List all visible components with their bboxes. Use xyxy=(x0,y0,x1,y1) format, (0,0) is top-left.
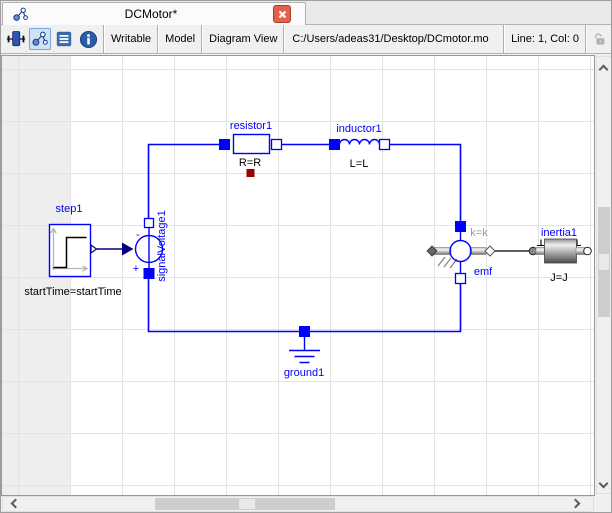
inertia1-param: J=J xyxy=(550,272,567,284)
resistor1-heatport[interactable] xyxy=(246,169,255,177)
resistor1-label: resistor1 xyxy=(230,120,272,132)
inductor1-param: L=L xyxy=(350,158,369,170)
signal-arrow xyxy=(122,242,134,256)
signalvoltage1-plus: + xyxy=(133,263,139,275)
model-diagram-icon xyxy=(12,6,29,23)
resistor1-n-pin[interactable] xyxy=(270,138,283,151)
inertia1-flange-b[interactable] xyxy=(583,246,592,256)
signalvoltage1-p-pin[interactable] xyxy=(143,268,155,279)
signalvoltage1-label: signalVoltage1 xyxy=(156,210,168,282)
inertia1-flange-a[interactable] xyxy=(528,246,538,256)
component-signalvoltage1[interactable]: - + signalVoltage1 xyxy=(133,210,168,282)
ground1-label: ground1 xyxy=(284,367,324,379)
connection-wires[interactable] xyxy=(147,143,462,333)
emf-label: emf xyxy=(474,266,493,278)
signalvoltage1-minus: - xyxy=(136,229,140,241)
toolbar-separator xyxy=(103,25,105,53)
scroll-up-button[interactable] xyxy=(597,59,611,75)
model-type-text: Model xyxy=(165,33,196,45)
component-ground1[interactable]: ground1 xyxy=(284,326,324,380)
toolbar-separator xyxy=(585,25,587,53)
resistor1-param: R=R xyxy=(239,157,261,169)
step1-param: startTime=startTime xyxy=(24,286,121,298)
toolbar-separator xyxy=(283,25,286,53)
model-type-label: Model xyxy=(159,25,201,53)
emf-support xyxy=(426,245,438,257)
view-mode-text: Diagram View xyxy=(209,33,278,45)
component-inertia1[interactable]: inertia1 J=J xyxy=(528,227,592,284)
step1-label: step1 xyxy=(56,203,83,215)
horizontal-scrollbar-thumb[interactable] xyxy=(155,498,335,510)
file-path-text: C:/Users/adeas31/Desktop/DCmotor.mo xyxy=(292,33,489,45)
scroll-right-button[interactable] xyxy=(569,497,583,511)
inductor1-p-pin[interactable] xyxy=(329,139,340,150)
scroll-left-button[interactable] xyxy=(5,497,21,511)
component-step1[interactable]: step1 startTime=startTime xyxy=(24,203,121,298)
icon-view-icon[interactable] xyxy=(5,28,27,50)
vertical-scrollbar-thumb[interactable] xyxy=(598,207,610,317)
diagram-view-icon[interactable] xyxy=(29,28,51,50)
signalvoltage1-n-pin[interactable] xyxy=(143,217,155,229)
unlock-icon xyxy=(587,25,611,53)
toolbar-separator xyxy=(503,25,505,53)
emf-flange[interactable] xyxy=(484,245,496,257)
wire-signalvoltage-resistor[interactable] xyxy=(147,143,221,220)
view-buttons xyxy=(1,25,103,53)
wire-inductor-emf[interactable] xyxy=(388,143,462,223)
tab-dcmotor[interactable]: DCMotor* xyxy=(2,2,306,25)
emf-n-pin[interactable] xyxy=(454,272,467,285)
diagram-canvas[interactable]: step1 startTime=startTime - + signalVolt… xyxy=(1,55,595,496)
tab-bar: DCMotor* xyxy=(1,1,611,25)
vertical-scrollbar[interactable] xyxy=(596,56,611,494)
inertia1-label: inertia1 xyxy=(541,227,577,239)
view-mode-label: Diagram View xyxy=(203,25,283,53)
cursor-position-text: Line: 1, Col: 0 xyxy=(511,33,579,45)
horizontal-scrollbar[interactable] xyxy=(2,496,594,512)
horizontal-scrollbar-grip xyxy=(239,499,255,509)
file-path-label: C:/Users/adeas31/Desktop/DCmotor.mo xyxy=(285,25,503,53)
signal-connection[interactable] xyxy=(96,242,134,256)
emf-p-pin[interactable] xyxy=(455,221,466,232)
step1-output-connector[interactable] xyxy=(90,243,98,255)
toolbar-separator xyxy=(157,25,160,53)
writable-button[interactable]: Writable xyxy=(105,25,157,53)
wire-bottom-return[interactable] xyxy=(147,277,462,333)
component-resistor1[interactable]: resistor1 R=R xyxy=(219,120,283,177)
canvas-grid xyxy=(2,56,594,495)
tab-title: DCMotor* xyxy=(124,7,178,21)
scroll-down-button[interactable] xyxy=(597,477,611,491)
text-view-icon[interactable] xyxy=(53,28,75,50)
inductor1-n-pin[interactable] xyxy=(378,138,391,151)
cursor-position-label: Line: 1, Col: 0 xyxy=(505,25,585,53)
resistor1-p-pin[interactable] xyxy=(219,139,230,150)
ground1-pin[interactable] xyxy=(299,326,310,337)
component-inductor1[interactable]: inductor1 L=L xyxy=(329,123,391,170)
emf-param: k=k xyxy=(470,227,488,239)
model-toolbar: Writable Model Diagram View C:/Users/ade… xyxy=(1,25,611,54)
info-icon[interactable] xyxy=(77,28,99,50)
component-emf[interactable]: k=k emf xyxy=(426,221,496,285)
inertia1-flange-marks xyxy=(537,239,581,247)
toolbar-separator xyxy=(201,25,204,53)
vertical-scrollbar-grip xyxy=(599,254,609,270)
writable-label: Writable xyxy=(111,33,152,45)
inductor1-label: inductor1 xyxy=(336,123,381,135)
close-icon[interactable] xyxy=(273,5,291,23)
